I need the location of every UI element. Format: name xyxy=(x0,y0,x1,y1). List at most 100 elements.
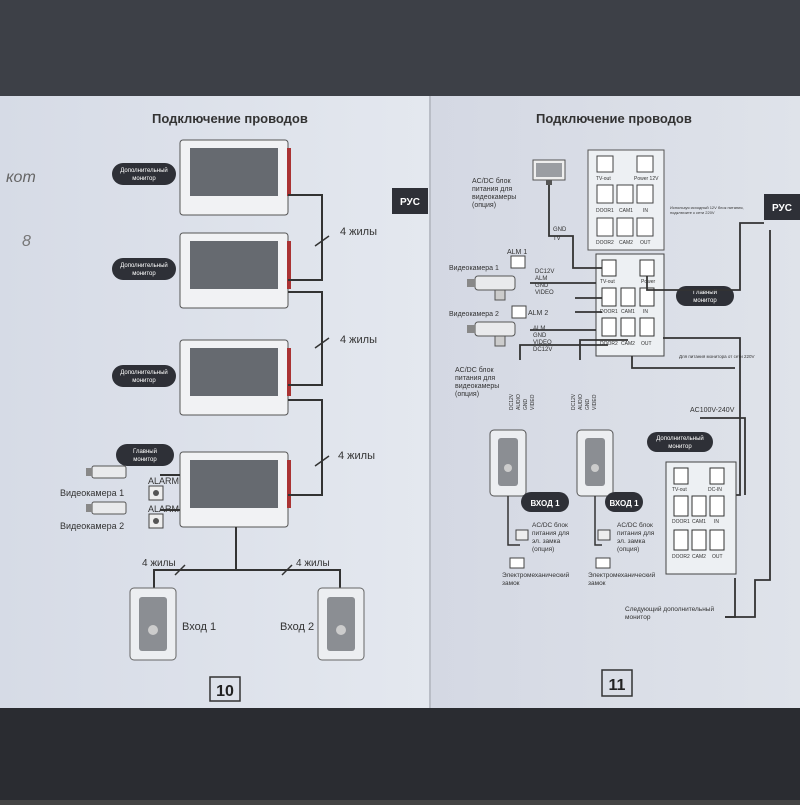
svg-text:CAM1: CAM1 xyxy=(621,309,635,315)
entrance-label: Вход 1 xyxy=(182,621,216,633)
alarm-sensor-icon xyxy=(511,305,527,319)
svg-text:DOOR2: DOOR2 xyxy=(672,554,690,560)
entrance-badge: ВХОД 1 xyxy=(521,492,569,512)
door-station xyxy=(576,429,614,497)
svg-text:замок: замок xyxy=(588,580,606,587)
handwriting-note: кот xyxy=(6,169,36,186)
svg-text:IN: IN xyxy=(643,309,648,315)
camera-icon xyxy=(467,275,516,301)
svg-text:AC/DC блок: AC/DC блок xyxy=(617,521,653,529)
svg-text:TV-out: TV-out xyxy=(672,487,687,493)
language-tab-label: РУС xyxy=(400,197,420,208)
wire-label: 4 жилы xyxy=(340,334,377,346)
main-monitor-badge: Главный монитор xyxy=(676,286,734,306)
svg-text:GND: GND xyxy=(535,283,549,289)
entrance-label: Вход 2 xyxy=(280,621,314,633)
svg-text:(опция): (опция) xyxy=(472,202,496,209)
svg-text:монитор: монитор xyxy=(132,176,156,182)
camera-pin-labels: DC12V ALM GND VIDEO xyxy=(535,269,554,296)
svg-text:Электромеханический: Электромеханический xyxy=(588,571,656,579)
alarm-label: ALARM xyxy=(148,504,179,514)
right-page-title: Подключение проводов xyxy=(536,111,692,126)
psu-icon xyxy=(597,529,611,541)
svg-text:замок: замок xyxy=(502,580,520,587)
svg-text:Дополнительный: Дополнительный xyxy=(120,262,168,269)
main-monitor xyxy=(179,451,291,528)
svg-text:Главный: Главный xyxy=(693,289,717,296)
camera-label: Видеокамера 1 xyxy=(449,265,499,272)
svg-text:питания для: питания для xyxy=(472,186,512,193)
monitor-badge: Дополнительный монитор xyxy=(112,258,176,280)
svg-text:монитор: монитор xyxy=(133,457,157,463)
door-station xyxy=(129,587,177,661)
svg-text:ALM: ALM xyxy=(533,326,545,332)
entrance-badge: ВХОД 1 xyxy=(605,492,643,512)
svg-text:подключите к сети 220V: подключите к сети 220V xyxy=(670,210,715,215)
svg-text:DOOR1: DOOR1 xyxy=(672,519,690,525)
svg-text:Дополнительный: Дополнительный xyxy=(120,167,168,174)
camera-label: Видеокамера 2 xyxy=(449,311,499,318)
page-number-box xyxy=(601,669,633,697)
lock-wires xyxy=(507,496,602,546)
svg-text:Power: Power xyxy=(641,279,656,285)
svg-text:CAM1: CAM1 xyxy=(619,208,633,214)
svg-text:питания для: питания для xyxy=(617,530,655,537)
svg-text:DC12V: DC12V xyxy=(509,393,515,410)
psu-icon xyxy=(515,529,529,541)
language-tab-label: РУС xyxy=(772,203,792,214)
lock-icon xyxy=(509,557,525,569)
wire-label: 4 жилы xyxy=(338,450,375,462)
svg-text:монитор: монитор xyxy=(693,298,717,304)
door-station xyxy=(317,587,365,661)
svg-text:TV: TV xyxy=(553,236,561,242)
svg-text:TV-out: TV-out xyxy=(600,279,615,285)
svg-text:Дополнительный: Дополнительный xyxy=(120,369,168,376)
wires xyxy=(519,185,764,618)
camera-pin-labels: ALM GND VIDEO DC12V xyxy=(533,326,552,353)
svg-text:(опция): (опция) xyxy=(455,391,479,398)
lock-icon xyxy=(595,557,611,569)
svg-text:VIDEO: VIDEO xyxy=(530,394,536,410)
page-number: 11 xyxy=(609,677,626,694)
alarm-sensor-icon xyxy=(148,485,164,501)
svg-text:CAM2: CAM2 xyxy=(619,240,633,246)
monitor xyxy=(179,339,291,416)
wire xyxy=(725,230,771,618)
svg-text:DC-IN: DC-IN xyxy=(708,487,722,493)
wire-marks xyxy=(174,235,330,576)
extra-monitor-badge: Дополнительный монитор xyxy=(647,432,713,452)
port-legend: TV-out Power 12V DOOR1 CAM1 IN DOOR2 CAM… xyxy=(587,149,665,251)
svg-text:AUDIO: AUDIO xyxy=(578,394,584,410)
svg-text:Следующий дополнительный: Следующий дополнительный xyxy=(625,605,714,613)
svg-text:GND: GND xyxy=(533,333,547,339)
extra-monitor-panel: TV-out DC-IN DOOR1 CAM1 IN DOOR2 CAM2 OU… xyxy=(665,461,737,575)
svg-text:AUDIO: AUDIO xyxy=(516,394,522,410)
svg-text:DOOR1: DOOR1 xyxy=(600,309,618,315)
monitor xyxy=(179,139,291,216)
camera-icon xyxy=(86,465,127,479)
wire-label: 4 жилы xyxy=(142,558,176,569)
svg-text:IN: IN xyxy=(714,519,719,525)
svg-text:DOOR2: DOOR2 xyxy=(600,341,618,347)
svg-text:DC12V: DC12V xyxy=(571,393,577,410)
ac-label: AC100V-240V xyxy=(690,407,735,414)
monitor xyxy=(179,232,291,309)
page-number-box xyxy=(209,676,241,702)
door-station xyxy=(489,429,527,497)
handwriting-note: 8 xyxy=(22,233,31,250)
svg-text:VIDEO: VIDEO xyxy=(535,290,554,296)
svg-text:эл. замка: эл. замка xyxy=(617,538,646,545)
alm1-label: ALM 1 xyxy=(507,249,527,256)
svg-text:видеокамеры: видеокамеры xyxy=(472,194,516,201)
alarm-sensor-icon xyxy=(148,513,164,529)
svg-text:IN: IN xyxy=(643,208,648,214)
svg-text:(опция): (опция) xyxy=(617,546,639,553)
wire-label: 4 жилы xyxy=(296,558,330,569)
background xyxy=(0,0,800,96)
svg-text:VIDEO: VIDEO xyxy=(533,340,552,346)
svg-text:DOOR2: DOOR2 xyxy=(596,240,614,246)
main-monitor-badge: Главный монитор xyxy=(116,444,174,466)
svg-text:ВХОД 1: ВХОД 1 xyxy=(609,499,639,508)
svg-text:монитор: монитор xyxy=(668,444,692,450)
